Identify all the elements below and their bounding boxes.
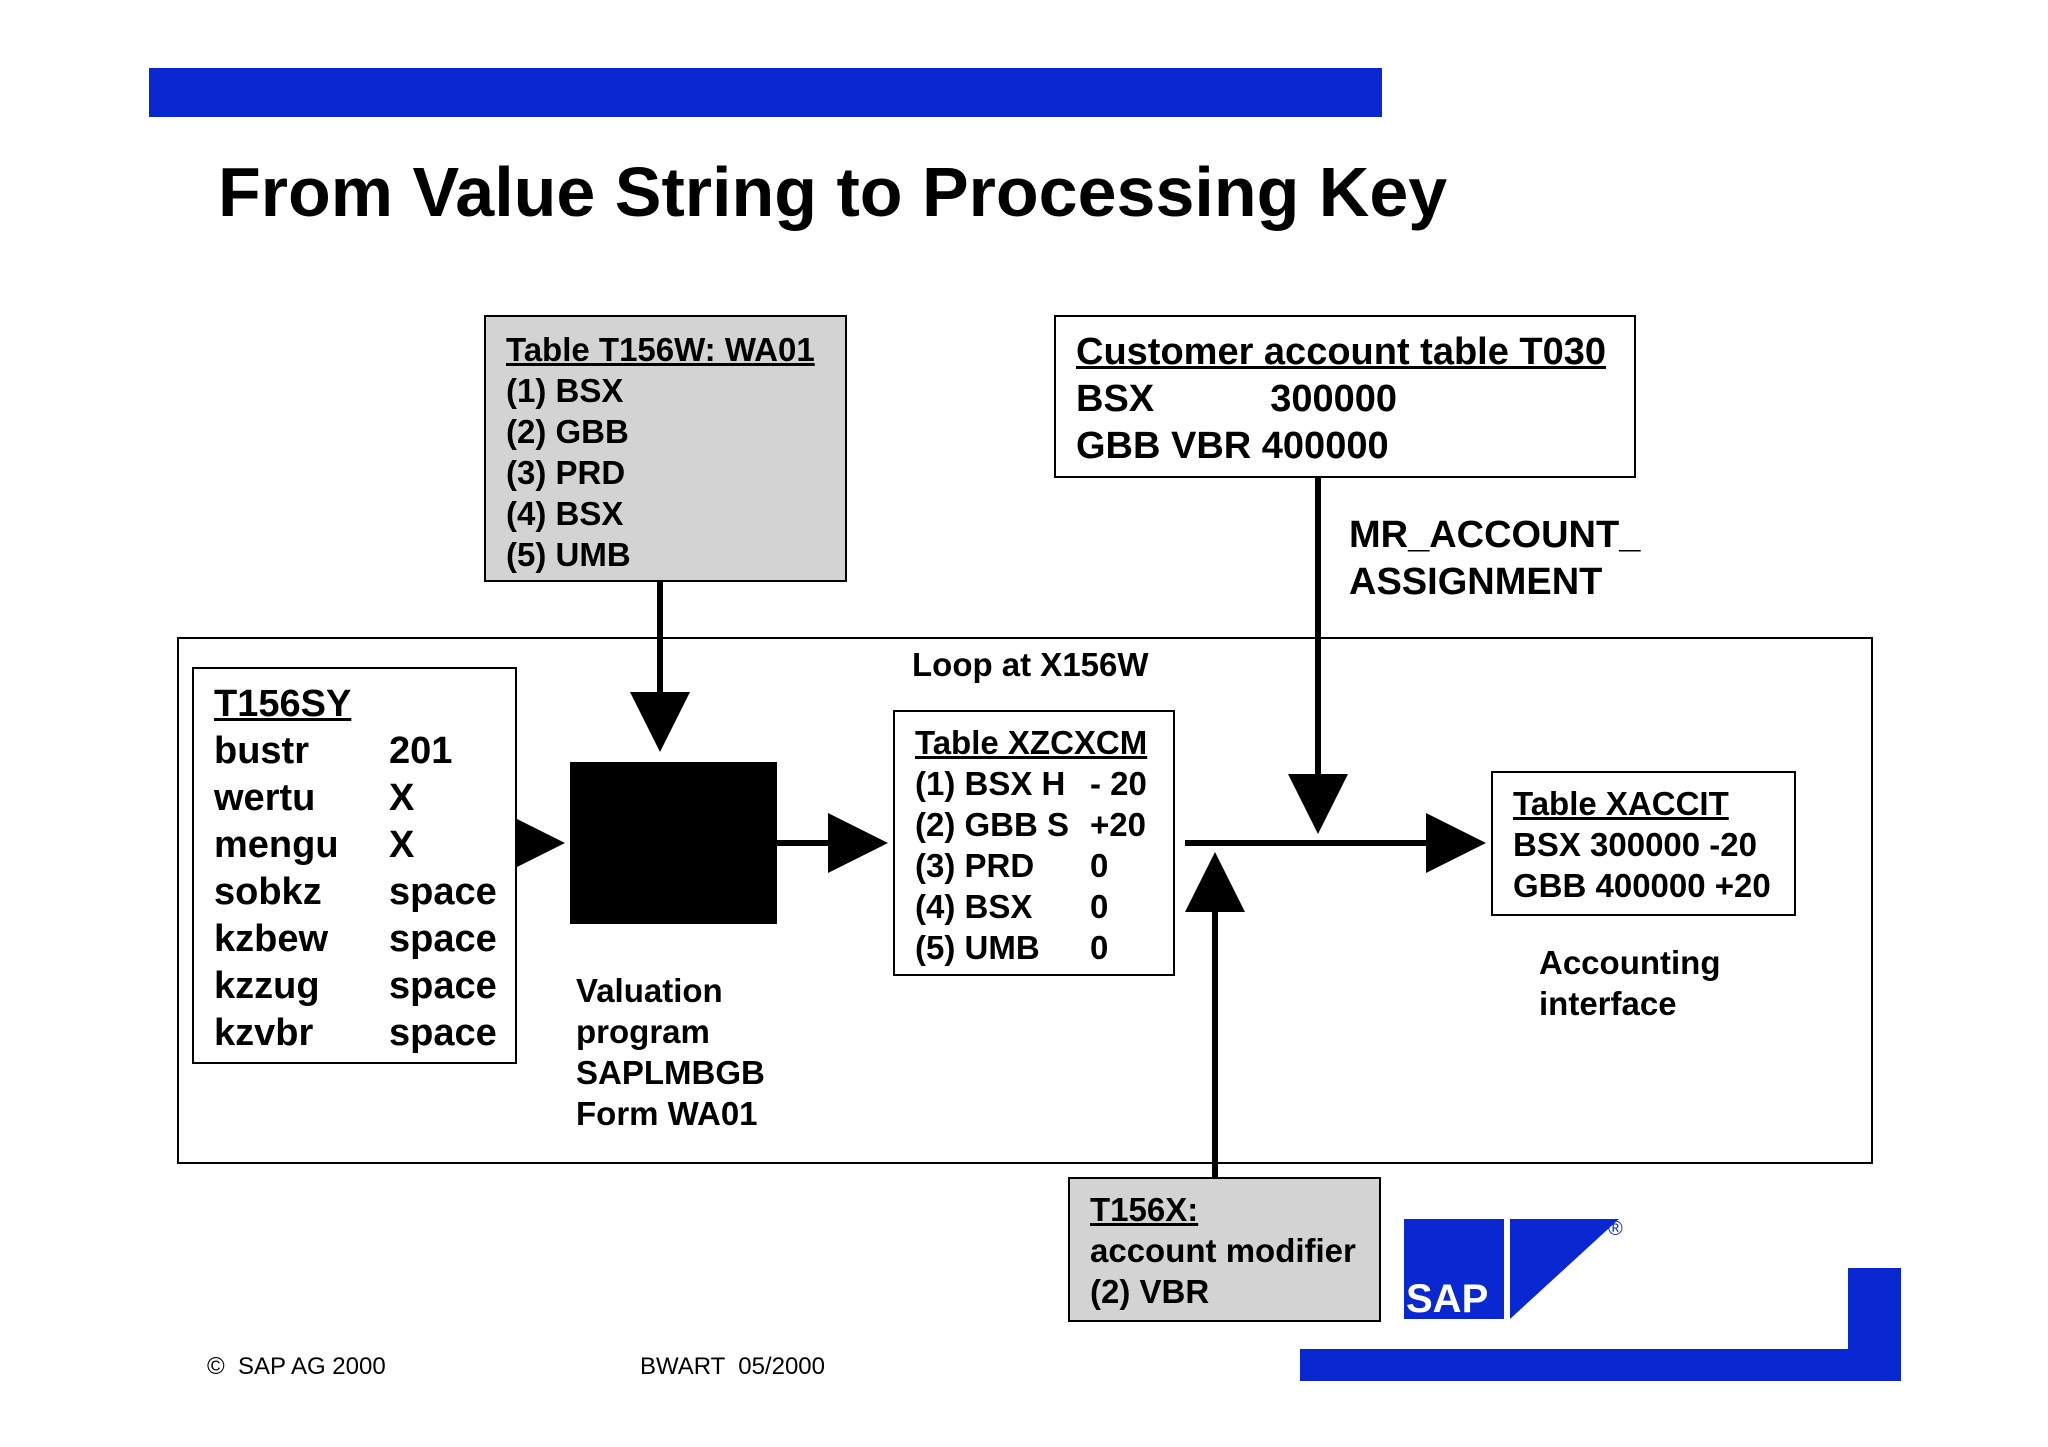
xzcxcm-value: +20 <box>1090 806 1146 843</box>
table-xaccit-box: Table XACCIT BSX 300000 -20 GBB 400000 +… <box>1491 771 1796 916</box>
loop-frame <box>177 637 1873 1164</box>
table-t030-header: Customer account table T030 <box>1076 331 1607 373</box>
table-xaccit-row: GBB 400000 +20 <box>1513 867 1771 904</box>
mr-account-assignment-label: MR_ACCOUNT_ ASSIGNMENT <box>1349 512 1640 606</box>
t156sy-value: X <box>389 824 415 866</box>
sap-logo: SAP <box>1404 1219 1619 1319</box>
loop-label: Loop at X156W <box>912 646 1149 683</box>
table-t156w-row: (5) UMB <box>506 536 631 573</box>
table-xzcxcm-header: Table XZCXCM <box>915 724 1148 761</box>
registered-mark: ® <box>1608 1218 1623 1240</box>
valuation-line: Valuation <box>576 972 723 1009</box>
xzcxcm-value: 0 <box>1090 929 1109 966</box>
table-t156w-row: (1) BSX <box>506 372 624 409</box>
table-t030-box: Customer account table T030 BSX 300000 G… <box>1054 315 1636 478</box>
xzcxcm-key: (1) BSX H <box>915 765 1066 802</box>
corner-accent-bar <box>1300 1268 1901 1381</box>
xzcxcm-key: (2) GBB S <box>915 806 1070 843</box>
table-xzcxcm-box: Table XZCXCM (1) BSX H- 20 (2) GBB S+20 … <box>893 710 1175 976</box>
slide-title: From Value String to Processing Key <box>218 153 1448 231</box>
accounting-interface-label: Accounting interface <box>1539 942 1720 1024</box>
t156sy-key: wertu <box>214 777 316 819</box>
xzcxcm-key: (3) PRD <box>915 847 1035 884</box>
table-t156sy-row: kzvbr space <box>214 1010 515 1057</box>
table-t156x-header: T156X: <box>1090 1191 1199 1228</box>
table-t156x-box: T156X: account modifier (2) VBR <box>1068 1177 1381 1322</box>
table-t156w-row: (2) GBB <box>506 413 629 450</box>
table-t156w-box: Table T156W: WA01 (1) BSX (2) GBB (3) PR… <box>484 315 847 582</box>
t156sy-value: X <box>389 777 415 819</box>
t156sy-key: bustr <box>214 730 309 772</box>
table-t156x-row: (2) VBR <box>1090 1273 1210 1310</box>
top-accent-bar <box>149 68 1382 117</box>
t156sy-key: kzzug <box>214 965 320 1007</box>
mr-account-line-1: MR_ACCOUNT_ <box>1349 514 1641 556</box>
table-xzcxcm-row: (3) PRD 0 <box>915 845 1173 886</box>
table-t156w-row: (4) BSX <box>506 495 624 532</box>
table-xzcxcm-row: (4) BSX 0 <box>915 886 1173 927</box>
t156sy-key: kzbew <box>214 918 329 960</box>
table-xzcxcm-row: (5) UMB 0 <box>915 927 1173 968</box>
table-xaccit-row: BSX 300000 -20 <box>1513 826 1758 863</box>
footer-copyright: © SAP AG 2000 <box>207 1353 386 1380</box>
table-t156x-row: account modifier <box>1090 1232 1356 1269</box>
accounting-interface-line-1: Accounting <box>1539 944 1721 981</box>
table-t156sy-row: kzzug space <box>214 963 515 1010</box>
table-t156sy-header: T156SY <box>214 683 352 725</box>
xzcxcm-value: 0 <box>1090 888 1109 925</box>
valuation-line: Form WA01 <box>576 1095 758 1132</box>
table-t156sy-row: wertu X <box>214 775 515 822</box>
xzcxcm-key: (5) UMB <box>915 929 1040 966</box>
xzcxcm-value: - 20 <box>1090 765 1147 802</box>
sap-logo-text: SAP <box>1406 1277 1488 1319</box>
xzcxcm-value: 0 <box>1090 847 1109 884</box>
table-xzcxcm-row: (2) GBB S +20 <box>915 804 1173 845</box>
table-t030-row: BSX 300000 <box>1076 378 1398 420</box>
t156sy-value: space <box>389 918 497 960</box>
table-t156w-header: Table T156W: WA01 <box>506 331 815 368</box>
valuation-line: SAPLMBGB <box>576 1054 765 1091</box>
table-t030-row: GBB VBR 400000 <box>1076 425 1389 467</box>
xzcxcm-key: (4) BSX <box>915 888 1033 925</box>
table-t156sy-row: sobkz space <box>214 869 515 916</box>
table-xzcxcm-row: (1) BSX H - 20 <box>915 763 1173 804</box>
accounting-interface-line-2: interface <box>1539 985 1677 1022</box>
table-t156sy-row: bustr 201 <box>214 728 515 775</box>
mr-account-line-2: ASSIGNMENT <box>1349 561 1603 603</box>
table-t156w-row: (3) PRD <box>506 454 626 491</box>
t156sy-value: space <box>389 965 497 1007</box>
table-t156sy-row: kzbew space <box>214 916 515 963</box>
t156sy-key: sobkz <box>214 871 322 913</box>
t156sy-key: kzvbr <box>214 1012 314 1054</box>
valuation-program-label: Valuation program SAPLMBGB Form WA01 <box>576 970 765 1134</box>
valuation-line: program <box>576 1013 710 1050</box>
table-t156sy-row: mengu X <box>214 822 515 869</box>
t156sy-key: mengu <box>214 824 339 866</box>
t156sy-value: space <box>389 871 497 913</box>
footer-document-code: BWART 05/2000 <box>640 1353 825 1380</box>
table-xaccit-header: Table XACCIT <box>1513 785 1729 822</box>
t156sy-value: 201 <box>389 730 453 772</box>
valuation-program-block <box>570 762 777 924</box>
t156sy-value: space <box>389 1012 497 1054</box>
